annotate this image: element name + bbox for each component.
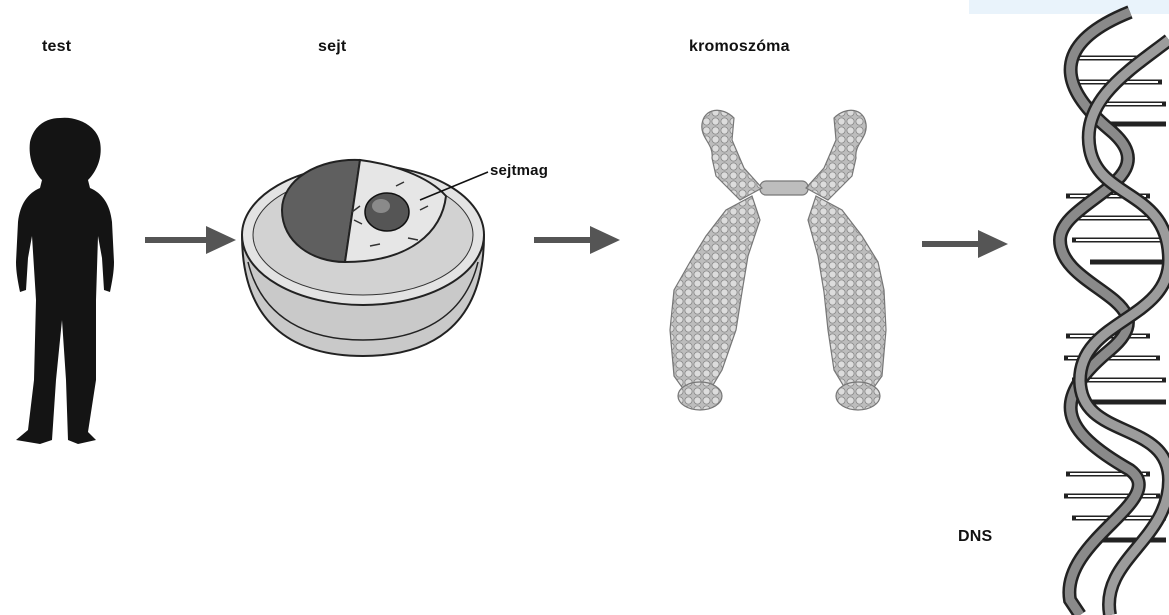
dna-double-helix-icon xyxy=(1060,12,1169,615)
right-arrow-icon xyxy=(534,226,620,254)
human-silhouette-icon xyxy=(16,118,114,444)
right-arrow-icon xyxy=(145,226,236,254)
right-arrow-icon xyxy=(922,230,1008,258)
chromosome-icon xyxy=(670,110,886,410)
cell-cutaway-icon xyxy=(242,160,488,356)
